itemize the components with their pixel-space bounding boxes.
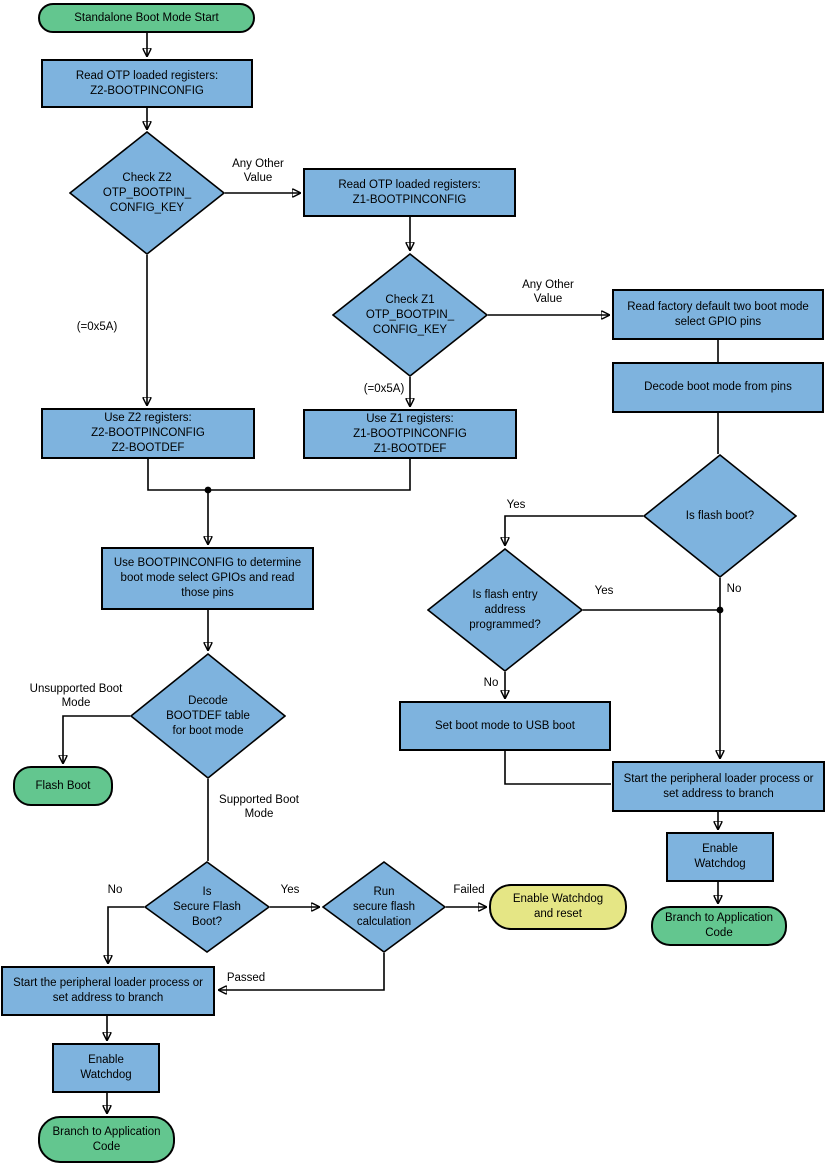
diamond-shape [322, 861, 446, 953]
decision-decode-bootdef: Decode BOOTDEF table for boot mode [130, 653, 286, 779]
process-set-usb-boot: Set boot mode to USB boot [399, 701, 611, 751]
terminal-flash-boot: Flash Boot [13, 766, 113, 806]
diamond-shape [69, 131, 225, 255]
decision-check-z1-key: Check Z1 OTP_BOOTPIN_ CONFIG_KEY [332, 253, 488, 377]
decision-run-secure-flash-calc: Run secure flash calculation [322, 861, 446, 953]
decision-check-z2-key: Check Z2 OTP_BOOTPIN_ CONFIG_KEY [69, 131, 225, 255]
process-enable-watchdog-left: Enable Watchdog [52, 1043, 160, 1093]
diamond-shape [427, 548, 583, 672]
diamond-shape [643, 454, 797, 578]
diamond-shape [332, 253, 488, 377]
decision-decode-bootdef-label: Decode BOOTDEF table for boot mode [166, 694, 250, 737]
edge-label-eq-0x5a-z1: (=0x5A) [363, 383, 405, 395]
process-use-bootpinconfig: Use BOOTPINCONFIG to determine boot mode… [101, 547, 314, 610]
terminal-branch-application-left: Branch to Application Code [38, 1116, 175, 1163]
edge-label-yes-flash-entry: Yes [594, 585, 614, 597]
edge-label-supported-boot-mode: Supported Boot Mode [219, 794, 299, 820]
terminal-branch-application-right: Branch to Application Code [651, 906, 787, 946]
edge-label-unsupported-boot-mode: Unsupported Boot Mode [29, 683, 123, 709]
decision-is-flash-boot: Is flash boot? [643, 454, 797, 578]
decision-run-secure-flash-label: Run secure flash calculation [352, 885, 415, 928]
decision-check-z1-label: Check Z1 OTP_BOOTPIN_ CONFIG_KEY [365, 293, 455, 336]
process-enable-watchdog-right: Enable Watchdog [666, 832, 774, 882]
diamond-shape [130, 653, 286, 779]
process-read-factory-default: Read factory default two boot mode selec… [612, 289, 824, 340]
edge-label-eq-0x5a-z2: (=0x5A) [76, 321, 118, 333]
junction-dot [716, 606, 724, 614]
edge-label-yes-flash-boot: Yes [506, 499, 526, 511]
process-start-peripheral-loader-left: Start the peripheral loader process or s… [1, 966, 215, 1016]
terminal-enable-watchdog-reset: Enable Watchdog and reset [489, 884, 627, 930]
junction-dot [204, 486, 212, 494]
diamond-shape [144, 861, 270, 953]
decision-is-flash-entry-label: Is flash entry address programmed? [469, 588, 541, 631]
edge-label-passed: Passed [226, 972, 266, 984]
edge-label-any-other-value-z2: Any Other Value [232, 158, 284, 184]
edge-label-failed: Failed [453, 884, 485, 896]
edge-label-no-secure: No [107, 884, 123, 896]
decision-is-secure-flash-boot: Is Secure Flash Boot? [144, 861, 270, 953]
process-decode-boot-mode-pins: Decode boot mode from pins [612, 362, 824, 413]
decision-is-flash-entry-programmed: Is flash entry address programmed? [427, 548, 583, 672]
process-use-z2-registers: Use Z2 registers: Z2-BOOTPINCONFIG Z2-BO… [41, 408, 255, 459]
process-use-z1-registers: Use Z1 registers: Z1-BOOTPINCONFIG Z1-BO… [303, 409, 517, 459]
decision-is-flash-boot-label: Is flash boot? [685, 509, 755, 522]
decision-check-z2-label: Check Z2 OTP_BOOTPIN_ CONFIG_KEY [102, 171, 192, 214]
edge-label-any-other-value-z1: Any Other Value [522, 279, 574, 305]
terminal-start: Standalone Boot Mode Start [38, 3, 255, 33]
edge-label-yes-secure: Yes [280, 884, 300, 896]
decision-is-secure-flash-label: Is Secure Flash Boot? [173, 885, 241, 928]
edge-label-no-flash-boot: No [726, 583, 742, 595]
process-start-peripheral-loader-right: Start the peripheral loader process or s… [612, 761, 825, 812]
edge-label-no-flash-entry: No [483, 677, 499, 689]
process-read-z2-registers: Read OTP loaded registers: Z2-BOOTPINCON… [41, 59, 253, 108]
process-read-z1-registers: Read OTP loaded registers: Z1-BOOTPINCON… [303, 168, 516, 217]
